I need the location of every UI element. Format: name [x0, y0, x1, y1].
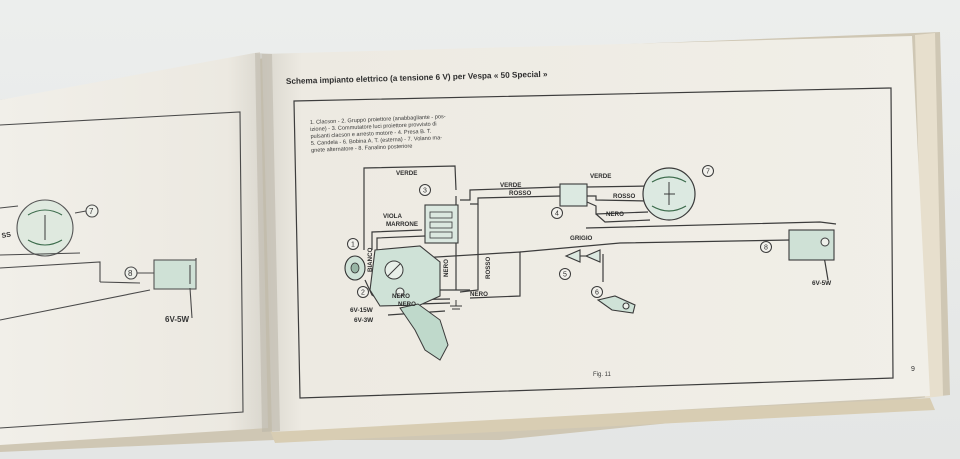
callout-6-circle [591, 286, 603, 298]
ground-symbol [450, 300, 462, 310]
label-nero-bottom-3: NERO [470, 291, 488, 298]
callout-5: 5 [563, 272, 567, 279]
label-verde-top: VERDE [396, 170, 417, 177]
callout-4-circle [551, 207, 563, 219]
page-stack-bottom [270, 398, 935, 443]
label-nero-vertical: NERO [443, 259, 450, 277]
label-rosso-vertical: ROSSO [485, 256, 492, 279]
label-grigio: GRIGIO [570, 235, 593, 242]
left-callout-8: 8 [128, 269, 133, 278]
left-page [0, 52, 268, 445]
label-nero-right: NERO [606, 211, 624, 218]
callout-1-circle [347, 238, 359, 250]
headlamp-assembly [369, 245, 441, 307]
horn [344, 255, 366, 281]
callout-6: 6 [595, 290, 599, 297]
label-viola: VIOLA [383, 213, 402, 220]
left-page-diagram [0, 111, 244, 429]
left-tail-rating: 6V-5W [165, 315, 189, 324]
handlebar-grip [399, 303, 449, 361]
callout-8-circle [760, 241, 772, 253]
label-marrone: MARRONE [386, 221, 418, 228]
callout-4: 4 [555, 211, 559, 218]
label-bianco: BIANCO [367, 247, 374, 272]
label-rosso-mid: ROSSO [509, 190, 532, 197]
label-verde-mid: VERDE [500, 182, 521, 189]
rating-headlamp: 6V-15W [350, 307, 374, 314]
left-callout-7: 7 [89, 207, 94, 216]
legend-line-3: pulsanti clacson e arresto motore - 4. P… [310, 129, 431, 140]
callout-8: 8 [764, 245, 768, 252]
tail-lamp [788, 229, 835, 261]
callout-5-circle [559, 268, 571, 280]
legend-line-1: 1. Clacson - 2. Gruppo proiettore (anabb… [310, 114, 446, 126]
light-switch [424, 204, 459, 244]
figure-caption: Fig. 11 [593, 372, 612, 378]
left-wire-label: SS [1, 231, 12, 240]
flywheel-alternator [642, 167, 696, 221]
diagram-frame [293, 87, 894, 399]
rating-tail: 6V-5W [812, 280, 832, 287]
legend-line-2: izione) - 3. Commutatore luci proiettore… [310, 121, 437, 133]
spark-plug [564, 249, 601, 263]
callout-2: 2 [361, 290, 365, 297]
label-nero-bottom-1: NERO [392, 293, 410, 300]
callout-7: 7 [706, 169, 710, 176]
label-nero-bottom-2: NERO [398, 301, 416, 308]
legend-line-4: 5. Candela - 6. Bobina A. T. (esterna) -… [311, 135, 443, 147]
legend-line-5: gnete alternatore - 8. Fanalino posterio… [311, 144, 413, 154]
callout-7-circle [702, 165, 714, 177]
legend: 1. Clacson - 2. Gruppo proiettore (anabb… [310, 114, 446, 154]
callout-1: 1 [351, 242, 355, 249]
page-number: 9 [911, 366, 915, 373]
junction-box [559, 183, 588, 207]
callout-3: 3 [423, 188, 427, 195]
callout-3-circle [419, 184, 431, 196]
label-rosso-right: ROSSO [613, 193, 636, 200]
callout-2-circle [357, 286, 369, 298]
rating-position: 6V-3W [354, 317, 374, 324]
ignition-coil [596, 295, 636, 314]
callouts [347, 165, 772, 298]
label-verde-right: VERDE [590, 173, 611, 180]
